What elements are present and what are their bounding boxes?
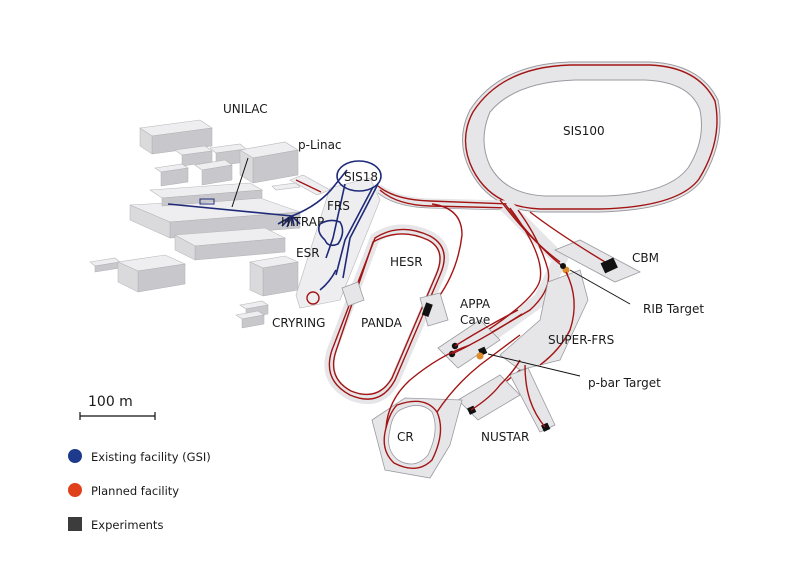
scale-bar-label: 100 m	[88, 394, 133, 410]
label-appa: APPA	[460, 297, 491, 311]
panda-experiment	[421, 302, 433, 317]
p-bar-target-marker	[476, 352, 484, 360]
label-cryring: CRYRING	[272, 316, 325, 330]
label-hitrap: HITRAP	[281, 215, 324, 229]
label-panda: PANDA	[361, 316, 403, 330]
label-p-bar-target: p-bar Target	[588, 376, 661, 390]
label-hesr: HESR	[390, 255, 423, 269]
label-sis100: SIS100	[563, 124, 605, 138]
label-unilac: UNILAC	[223, 102, 268, 116]
sis18-ring	[336, 160, 382, 192]
label-cbm: CBM	[632, 251, 659, 265]
legend-existing-label: Existing facility (GSI)	[91, 450, 211, 464]
cryring-ring	[306, 291, 320, 305]
legend-planned-label: Planned facility	[91, 484, 179, 498]
scale-bar: 100 m	[79, 394, 156, 420]
legend-planned-swatch	[68, 483, 82, 497]
cbm-experiment	[600, 257, 618, 274]
label-nustar: NUSTAR	[481, 430, 529, 444]
label-frs: FRS	[327, 199, 350, 213]
callout-lines	[231, 157, 631, 377]
label-sis18: SIS18	[344, 170, 378, 184]
legend: Existing facility (GSI) Planned facility…	[68, 449, 211, 532]
existing-beamlines	[167, 160, 382, 291]
legend-existing-swatch	[68, 449, 82, 463]
label-p-linac: p-Linac	[298, 138, 342, 152]
planned-tunnels	[324, 184, 641, 479]
sis100-ring	[462, 61, 721, 213]
unilac-beamline	[167, 203, 293, 217]
legend-experiments-label: Experiments	[91, 518, 163, 532]
facility-labels: UNILAC p-Linac SIS18 FRS HITRAP ESR CRYR…	[223, 102, 704, 444]
label-rib-target: RIB Target	[643, 302, 704, 316]
legend-experiments-swatch	[68, 517, 82, 531]
label-super-frs: SUPER-FRS	[548, 333, 614, 347]
label-cave: Cave	[460, 313, 490, 327]
label-cr: CR	[397, 430, 414, 444]
label-esr: ESR	[296, 246, 320, 260]
